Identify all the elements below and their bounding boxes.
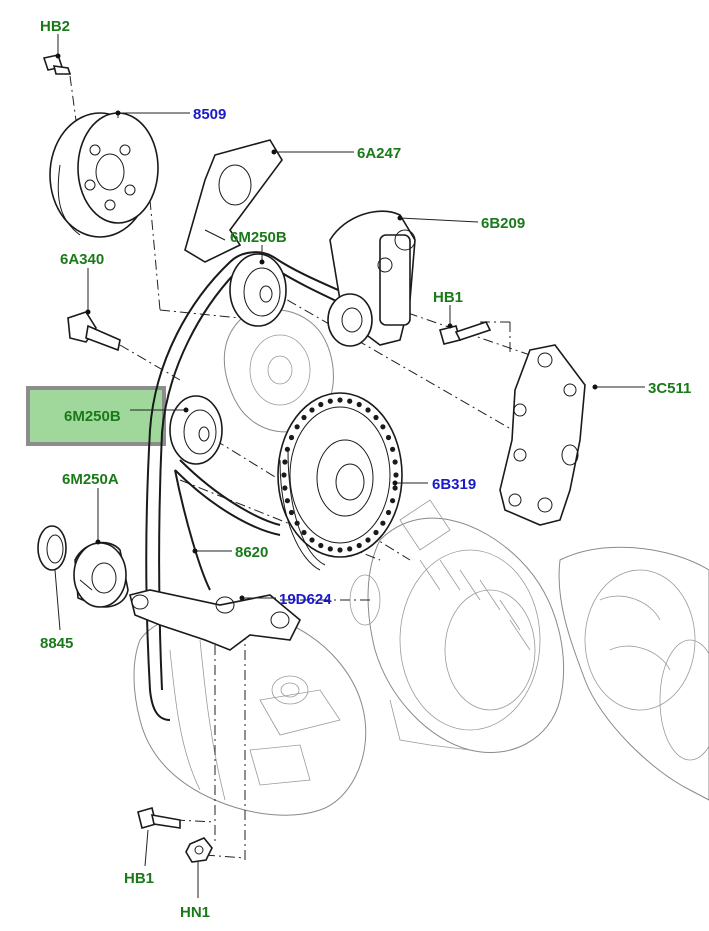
leader-lines xyxy=(54,34,645,898)
pulley-hole xyxy=(327,546,333,552)
pulley-hole xyxy=(284,446,290,452)
pulley-hole xyxy=(327,398,333,404)
pulley-hole xyxy=(288,434,295,441)
label-6m250a: 6M250A xyxy=(62,471,119,488)
pulley-hole xyxy=(365,407,371,413)
label-8509: 8509 xyxy=(193,106,226,123)
tensioner-bracket-6a247 xyxy=(184,139,283,263)
callout-highlight-6m250b xyxy=(26,386,166,446)
pulley-hole xyxy=(390,498,396,504)
label-hb1-right: HB1 xyxy=(433,289,463,306)
pulley-hole xyxy=(309,407,315,413)
part-labels: HB2 8509 6A247 6B209 6M250B 6A340 HB1 3C… xyxy=(40,18,691,921)
pulley-hole xyxy=(365,537,371,543)
label-6a340: 6A340 xyxy=(60,251,104,268)
idler-pulley-6m250b-lower xyxy=(169,395,223,465)
pulley-hole xyxy=(380,520,386,526)
damper-pulley-8509 xyxy=(49,112,159,238)
pulley-hole xyxy=(337,547,343,553)
label-6a247: 6A247 xyxy=(357,145,401,162)
pulley-hole xyxy=(392,485,398,491)
pulley-hole xyxy=(337,397,343,403)
bolt-6a340 xyxy=(67,311,121,352)
nut-hn1 xyxy=(185,837,213,863)
pulley-hole xyxy=(380,424,386,430)
label-hb2-top: HB2 xyxy=(40,18,70,35)
pulley-hole xyxy=(282,459,288,465)
pulley-hole xyxy=(385,434,392,441)
pulley-hole xyxy=(301,414,307,421)
bolt-hb2 xyxy=(42,54,72,75)
bolt-hb1-bottom xyxy=(137,807,181,829)
pulley-hole xyxy=(281,472,287,478)
pulley-hole xyxy=(288,509,295,516)
label-6b209: 6B209 xyxy=(481,215,525,232)
idler-pulley-6m250b-upper xyxy=(229,253,287,327)
label-19d624: 19D624 xyxy=(279,591,332,608)
crankshaft-pulley-6b319 xyxy=(277,392,403,571)
label-6m250b-highlight: 6M250B xyxy=(64,408,121,425)
ghost-engine-components xyxy=(133,499,709,816)
mounting-bracket-3c511 xyxy=(499,344,586,526)
pulley-hole xyxy=(390,446,396,452)
pulley-hole xyxy=(347,546,353,552)
label-6m250b-top: 6M250B xyxy=(230,229,287,246)
label-8845: 8845 xyxy=(40,635,73,652)
pulley-hole xyxy=(301,529,307,536)
leader-dots xyxy=(55,53,598,601)
pulley-hole xyxy=(294,424,300,430)
pulley-hole xyxy=(392,459,398,465)
label-6b319: 6B319 xyxy=(432,476,476,493)
label-hn1: HN1 xyxy=(180,904,210,921)
pulley-cover-8845 xyxy=(37,525,67,571)
pulley-hole xyxy=(373,529,379,536)
pulley-hole xyxy=(294,520,300,526)
tensioner-6b209 xyxy=(327,210,416,347)
bolt-hb1-right xyxy=(439,321,492,345)
pulley-hole xyxy=(356,401,362,408)
label-3c511: 3C511 xyxy=(648,380,691,397)
pulley-hole xyxy=(318,542,324,549)
pulley-hole xyxy=(393,472,399,478)
pulley-hole xyxy=(309,537,315,543)
pulley-hole xyxy=(284,498,290,504)
pulley-hole xyxy=(318,401,324,408)
label-hb1-bottom: HB1 xyxy=(124,870,154,887)
pulley-hole xyxy=(385,509,392,516)
pulley-hole xyxy=(373,414,379,421)
bracket-19d624 xyxy=(129,589,301,651)
pulley-hole xyxy=(282,485,288,491)
label-8620: 8620 xyxy=(235,544,268,561)
tensioner-6m250a xyxy=(73,541,129,608)
pulley-hole xyxy=(356,542,362,549)
pulley-hole xyxy=(347,398,353,404)
